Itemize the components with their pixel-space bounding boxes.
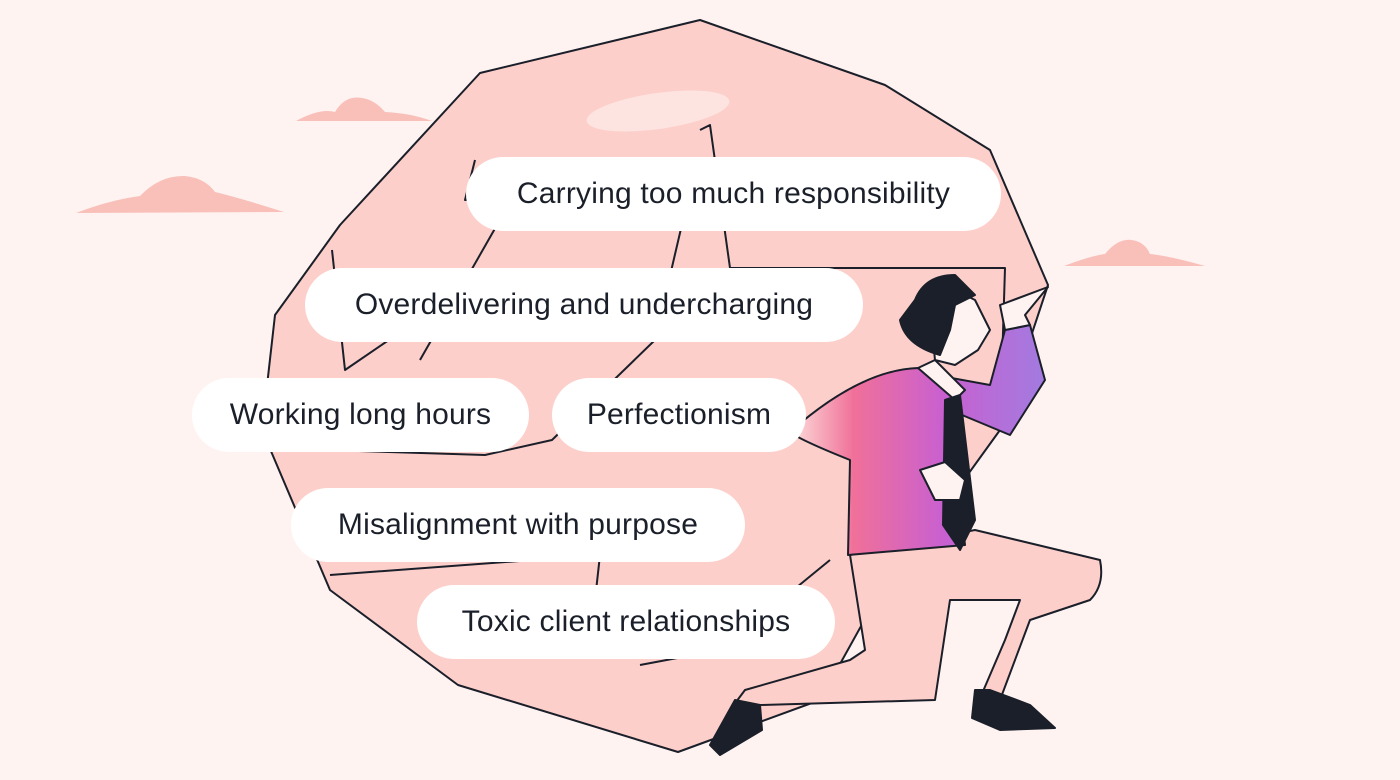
cloud-icon [76,97,1205,266]
tie [942,394,976,551]
shoe-icon [971,689,1056,731]
hair [899,274,976,356]
hand [919,461,966,501]
hand [999,286,1049,331]
label-pill: Working long hours [192,378,529,452]
label-pill: Overdelivering and undercharging [305,268,863,342]
label-pill: Perfectionism [552,378,806,452]
label-pill: Carrying too much responsibility [466,157,1001,231]
collar [917,359,966,401]
shoe-icon [709,699,763,756]
label-pill: Misalignment with purpose [291,488,745,562]
label-pill: Toxic client relationships [417,585,835,659]
